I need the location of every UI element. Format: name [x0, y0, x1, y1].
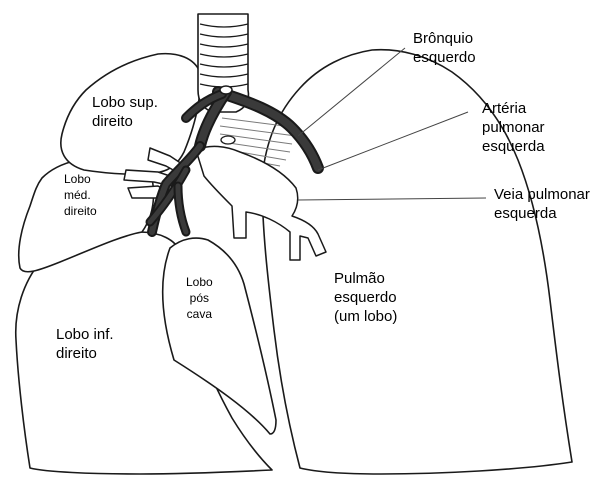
label-left-bronchus: Brônquio esquerdo [413, 30, 476, 68]
label-left-pulmonary-vein: Veia pulmonar esquerda [494, 186, 590, 224]
label-right-superior-lobe: Lobo sup. direito [92, 94, 158, 132]
vessel-cross-section [221, 136, 235, 144]
label-right-middle-lobe: Lobo méd. direito [64, 171, 97, 220]
label-right-inferior-lobe: Lobo inf. direito [56, 326, 114, 364]
label-left-pulmonary-artery: Artéria pulmonar esquerda [482, 100, 545, 156]
label-left-lung: Pulmão esquerdo (um lobo) [334, 270, 397, 326]
carina [220, 86, 232, 94]
label-postcaval-lobe: Lobo pós cava [186, 274, 213, 323]
